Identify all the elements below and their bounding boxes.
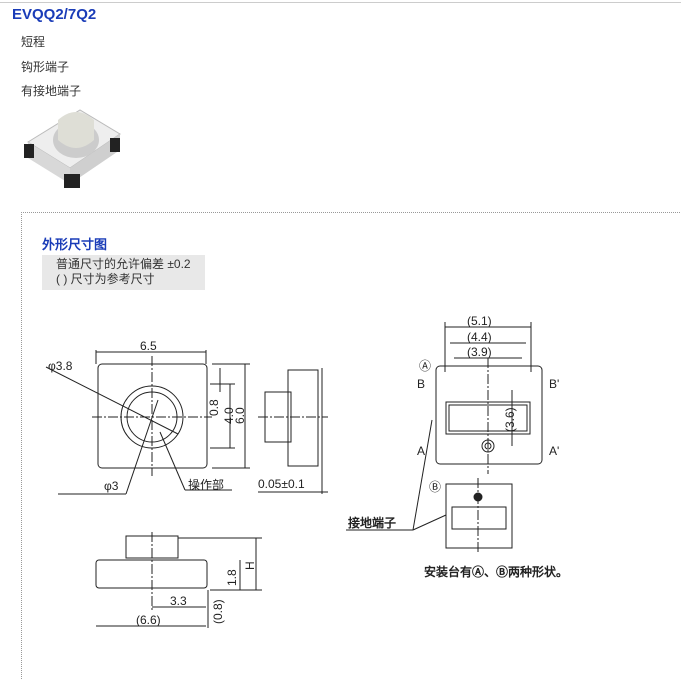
dim-phi-3-8: φ3.8 [48, 359, 73, 373]
top-divider [0, 2, 681, 3]
dim-6-6: (6.6) [136, 613, 161, 627]
dim-1-8: 1.8 [225, 569, 239, 586]
label-a: A [417, 444, 425, 458]
label-ground-terminal: 接地端子 [348, 515, 396, 530]
label-b-circle: Ⓑ [429, 480, 441, 494]
product-image [24, 109, 121, 188]
mount-note: 安装台有Ⓐ、Ⓑ两种形状。 [424, 564, 568, 579]
dim-phi-3: φ3 [104, 479, 119, 493]
dimension-section [21, 212, 681, 680]
label-a-prime: A' [549, 444, 559, 458]
label-operating-part: 操作部 [188, 477, 224, 492]
dim-H: H [243, 561, 257, 570]
dim-5-1: (5.1) [467, 314, 492, 328]
feature-ground-terminal: 有接地端子 [21, 84, 82, 98]
label-a-circle: Ⓐ [419, 359, 431, 373]
dim-3-9: (3.9) [467, 345, 492, 359]
section-heading: 外形尺寸图 [42, 237, 108, 252]
dim-4-4: (4.4) [467, 330, 492, 344]
bottom-view-b: Ⓑ 接地端子 安装台有Ⓐ、Ⓑ两种形状。 [346, 419, 568, 579]
dim-0-8-ref: (0.8) [211, 599, 225, 624]
dim-3-6: (3.6) [503, 407, 517, 432]
product-title: EVQQ2/7Q2 [12, 6, 97, 23]
label-b-prime: B' [549, 377, 559, 391]
front-view: 3.3 (6.6) 1.8 H (0.8) [95, 532, 262, 628]
tolerance-note: 普通尺寸的允许偏差 ±0.2 ( ) 尺寸为参考尺寸 [42, 255, 205, 290]
dim-6-0: 6.0 [233, 407, 247, 424]
bottom-view-a: (5.1) (4.4) (3.9) (3.6) Ⓐ B B' A A' [417, 314, 559, 474]
reference-dim-line: ( ) 尺寸为参考尺寸 [56, 272, 155, 286]
dim-3-3: 3.3 [170, 594, 187, 608]
dim-width-6-5: 6.5 [140, 339, 157, 353]
dim-0-8: 0.8 [207, 399, 221, 416]
feature-hook-terminal: 钩形端子 [21, 60, 70, 74]
label-b: B [417, 377, 425, 391]
dim-4-0: 4.0 [222, 407, 236, 424]
side-view: 0.05±0.1 [258, 368, 328, 494]
tolerance-line: 普通尺寸的允许偏差 ±0.2 [56, 257, 191, 271]
top-view: 6.5 φ3.8 φ3 操作部 0.8 4.0 6.0 [45, 339, 250, 495]
feature-short-stroke: 短程 [21, 35, 46, 49]
dim-0-05: 0.05±0.1 [258, 477, 305, 491]
